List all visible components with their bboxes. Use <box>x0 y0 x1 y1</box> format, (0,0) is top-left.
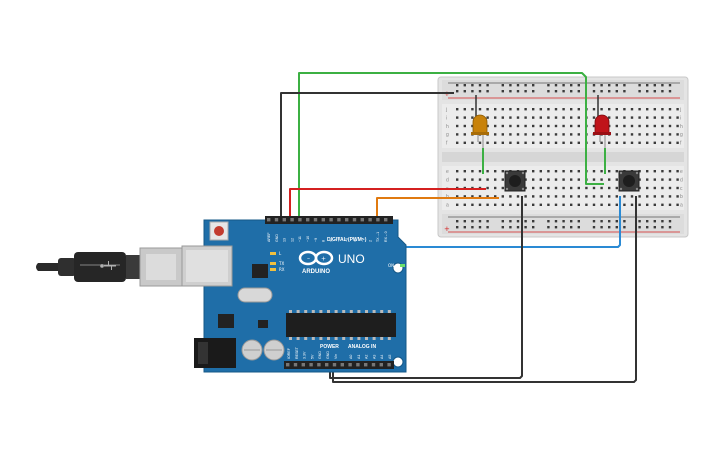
pin-label: A3 <box>372 355 376 359</box>
row-letter: j <box>445 107 447 113</box>
tx-led <box>270 262 276 265</box>
led-left-body <box>472 114 488 135</box>
on-label: ON <box>388 263 394 268</box>
pin-label: GND <box>318 351 322 359</box>
pin-label: AREF <box>267 232 271 242</box>
digital-header[interactable] <box>265 216 393 224</box>
pin-label: 3.3V <box>303 351 307 359</box>
on-led <box>400 264 405 267</box>
pin-label: 12 <box>290 238 294 242</box>
row-letter: d <box>680 177 683 183</box>
pin-label: ~11 <box>298 236 302 242</box>
pin-label: 8 <box>322 240 326 242</box>
pin-label: A4 <box>380 355 384 359</box>
row-letter: i <box>446 115 447 121</box>
pin-label: IOREF <box>287 347 291 359</box>
analog-label: ANALOG IN <box>348 344 376 350</box>
black-wire-bottom-2[interactable] <box>332 196 637 383</box>
row-letter: e <box>680 169 683 175</box>
row-letter: d <box>446 177 449 183</box>
breadboard-holes <box>456 84 679 229</box>
pin-label: Vin <box>334 354 338 359</box>
pin-label: ~6 <box>337 238 341 242</box>
rx-label: RX <box>279 267 285 272</box>
row-letter: c <box>680 186 683 192</box>
bottom-power-rail <box>442 214 684 234</box>
pin-label: ~3 <box>361 238 365 242</box>
row-letter: i <box>680 115 681 121</box>
pushbutton-right-cap <box>623 175 635 187</box>
pushbutton-left[interactable] <box>504 170 526 192</box>
svg-text:–: – <box>307 256 310 263</box>
arduino-brand-text: ARDUINO <box>302 269 330 275</box>
pin-label: A0 <box>349 355 353 359</box>
green-wire[interactable] <box>298 72 604 225</box>
pin-label: GND <box>326 351 330 359</box>
svg-text:+: + <box>321 256 326 263</box>
led-right-body <box>594 114 610 135</box>
pin-label: TX→1 <box>376 232 380 242</box>
pin-label: 2 <box>368 240 372 242</box>
led-left[interactable] <box>471 114 489 148</box>
rail-plus-label-bottom: + <box>444 225 450 233</box>
usb-cable[interactable] <box>36 247 183 287</box>
pin-label: 7 <box>329 240 333 242</box>
pin-label: GND <box>275 234 279 242</box>
black-wire-bottom-1[interactable] <box>329 196 523 379</box>
atmega-chip <box>286 313 396 337</box>
pin-label: RX←0 <box>384 231 388 242</box>
mounting-hole <box>392 356 404 368</box>
pin-label: RESET <box>295 346 299 359</box>
row-letter: b <box>680 194 683 200</box>
voltage-regulator <box>218 314 234 328</box>
tx-label: TX <box>278 261 284 266</box>
row-letter: f <box>680 141 682 147</box>
l-label: L <box>279 251 282 256</box>
row-letter: f <box>446 141 448 147</box>
row-letter: a <box>680 203 683 209</box>
power-label: POWER <box>320 344 339 350</box>
black-wire-top[interactable] <box>280 92 454 225</box>
l-led <box>270 252 276 255</box>
arduino-uno-board[interactable]: L TX RX ON – + ARDUINO UNO DIGITAL (PWM~… <box>181 216 407 373</box>
crystal <box>237 287 273 303</box>
power-analog-header[interactable] <box>284 361 394 369</box>
uno-model-text: UNO <box>338 252 365 266</box>
pin-label: ~9 <box>314 238 318 242</box>
arduino-infinity-icon <box>298 250 334 266</box>
digital-label: DIGITAL (PWM~) <box>327 237 367 243</box>
pin-label: 5V <box>310 354 314 359</box>
rx-led <box>270 268 276 271</box>
pin-label: A1 <box>357 355 361 359</box>
reset-button-cap <box>214 226 224 236</box>
red-wire[interactable] <box>289 188 486 225</box>
usb-chip <box>252 264 268 278</box>
pin-label: ~10 <box>306 236 310 242</box>
row-letter: g <box>446 132 449 138</box>
row-letter: h <box>680 124 683 130</box>
usb-plug-body <box>74 252 126 282</box>
row-letter: e <box>446 169 449 175</box>
pin-label: A5 <box>388 355 392 359</box>
pushbutton-right[interactable] <box>618 170 640 192</box>
usb-symbol-icon <box>100 261 116 270</box>
row-letter: j <box>679 107 681 113</box>
pin-label: A2 <box>365 355 369 359</box>
center-channel <box>442 152 684 162</box>
row-letter: h <box>446 124 449 130</box>
pin-label: ~5 <box>345 238 349 242</box>
row-letter: g <box>680 132 683 138</box>
pin-label: 4 <box>353 240 357 242</box>
pushbutton-left-cap <box>509 175 521 187</box>
led-right[interactable] <box>593 114 611 148</box>
row-letter: a <box>446 203 449 209</box>
pin-label: 13 <box>283 238 287 242</box>
